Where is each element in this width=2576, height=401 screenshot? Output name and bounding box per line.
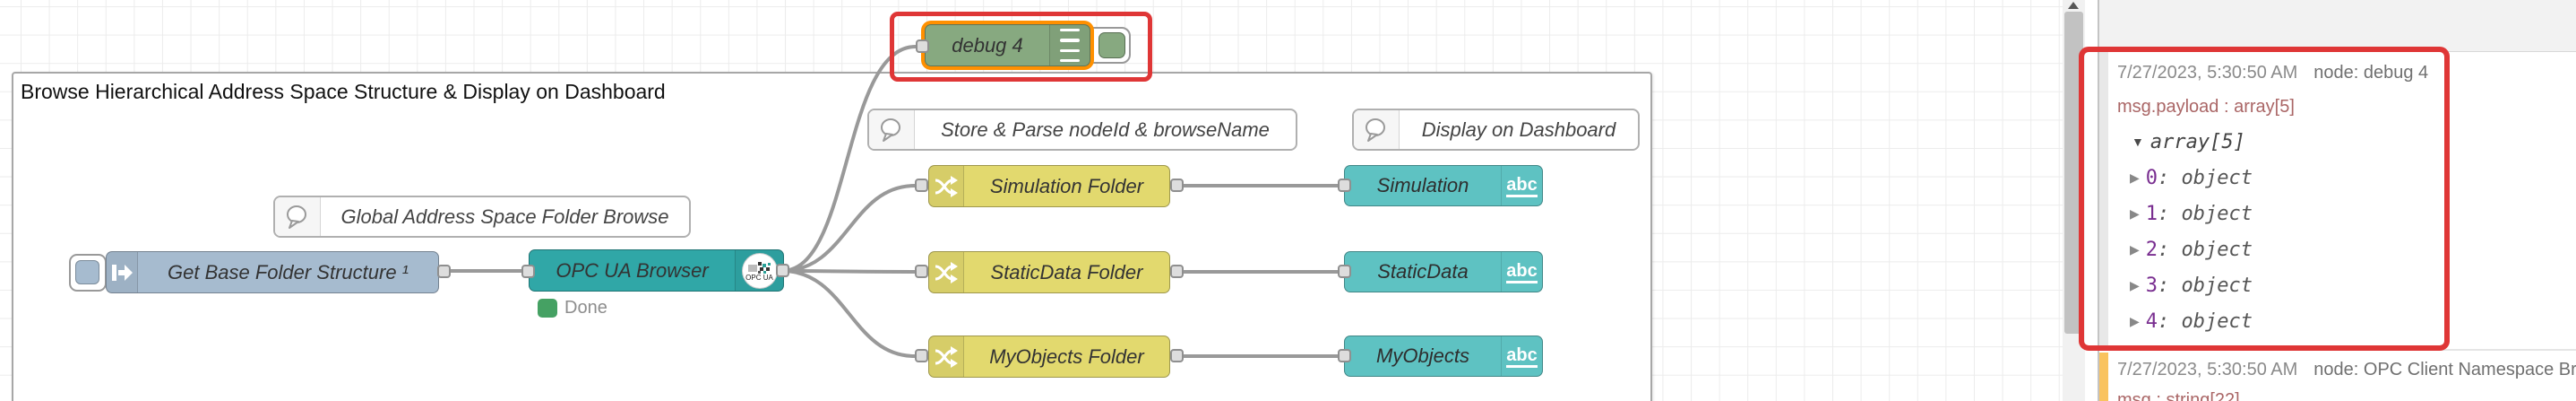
comment-label: Global Address Space Folder Browse	[340, 205, 669, 228]
inject-button-pad[interactable]	[75, 260, 99, 284]
comment-icon	[869, 110, 915, 149]
comment-icon	[1354, 110, 1400, 149]
scrollbar-up-arrow-icon[interactable]	[2068, 2, 2079, 9]
expand-icon[interactable]: ▶	[2130, 206, 2140, 221]
ui-text-node-label: Simulation	[1376, 174, 1469, 196]
port-debug-in[interactable]	[916, 39, 929, 53]
status-dot-green	[538, 299, 557, 318]
wire-opcua-switch1[interactable]	[780, 184, 917, 273]
debug-message-timestamp: 7/27/2023, 5:30:50 AM	[2117, 63, 2298, 83]
switch-icon	[929, 336, 964, 377]
comment-icon	[275, 197, 321, 236]
abc-icon: abc	[1501, 336, 1542, 376]
json-tree-root-row[interactable]: ▼array[5]	[2132, 131, 2245, 153]
sidebar-top-band	[2099, 0, 2576, 52]
inject-node[interactable]: Get Base Folder Structure ¹	[106, 251, 439, 293]
ui-text-node-simulation[interactable]: Simulation abc	[1344, 165, 1543, 206]
debug-message-opc-namespace[interactable]: 7/27/2023, 5:30:50 AM node: OPC Client Na…	[2099, 353, 2576, 401]
panel-gap	[2085, 0, 2098, 401]
comment-node-display-dashboard[interactable]: Display on Dashboard	[1352, 109, 1640, 151]
port-text2-in[interactable]	[1338, 265, 1351, 278]
switch-node-label: Simulation Folder	[989, 174, 1144, 197]
node-status: Done	[538, 298, 607, 318]
json-tree-item-row[interactable]: ▶2: object	[2130, 239, 2253, 261]
expand-icon[interactable]: ▶	[2130, 170, 2140, 185]
port-inject-out[interactable]	[437, 265, 451, 278]
switch-node-staticdata[interactable]: StaticData Folder	[928, 251, 1170, 293]
annotation-box-debug-node	[890, 12, 1152, 82]
opcua-node-label: OPC UA Browser	[556, 258, 709, 282]
comment-label: Store & Parse nodeId & browseName	[941, 118, 1270, 141]
abc-icon: abc	[1501, 252, 1542, 292]
port-switch1-in[interactable]	[915, 179, 928, 192]
switch-icon	[929, 252, 964, 292]
annotation-box-debug-output	[2079, 47, 2450, 351]
switch-node-label: StaticData Folder	[990, 260, 1143, 283]
switch-node-myobjects[interactable]: MyObjects Folder	[928, 336, 1170, 378]
expand-icon[interactable]: ▶	[2130, 314, 2140, 328]
switch-node-label: MyObjects Folder	[989, 344, 1144, 368]
opcua-icon-text: OPC UA	[745, 273, 773, 282]
port-switch1-out[interactable]	[1170, 179, 1184, 192]
debug-message-property: msg : string[22]	[2117, 390, 2240, 401]
wire-opcua-switch2[interactable]	[780, 269, 917, 274]
port-opcua-in[interactable]	[521, 265, 535, 278]
wire-opcua-switch3[interactable]	[780, 269, 917, 358]
expand-icon[interactable]: ▶	[2130, 242, 2140, 257]
json-tree-item-row[interactable]: ▶3: object	[2130, 275, 2253, 297]
port-switch2-in[interactable]	[915, 265, 928, 278]
json-tree-item-row[interactable]: ▶1: object	[2130, 203, 2253, 225]
abc-icon: abc	[1501, 166, 1542, 205]
switch-node-simulation[interactable]: Simulation Folder	[928, 165, 1170, 207]
port-text3-in[interactable]	[1338, 349, 1351, 362]
port-switch3-in[interactable]	[915, 349, 928, 362]
debug-message-timestamp: 7/27/2023, 5:30:50 AM	[2117, 360, 2298, 379]
comment-node-store-parse[interactable]: Store & Parse nodeId & browseName	[867, 109, 1297, 151]
debug-icon	[1049, 25, 1090, 65]
comment-node-global-browse[interactable]: Global Address Space Folder Browse	[273, 196, 691, 238]
ui-text-node-staticdata[interactable]: StaticData abc	[1344, 251, 1543, 292]
status-text: Done	[564, 298, 607, 318]
port-switch2-out[interactable]	[1170, 265, 1184, 278]
flow-canvas[interactable]: Browse Hierarchical Address Space Struct…	[0, 0, 2063, 401]
json-tree-item-row[interactable]: ▶4: object	[2130, 310, 2253, 333]
switch-icon	[929, 166, 964, 206]
debug-message-property: msg.payload : array[5]	[2117, 97, 2295, 117]
port-text1-in[interactable]	[1338, 179, 1351, 192]
debug-message-meta: 7/27/2023, 5:30:50 AM node: debug 4	[2117, 63, 2428, 83]
debug-message-node: node: OPC Client Namespace Brow	[2313, 360, 2576, 379]
debug-message-node: node: debug 4	[2313, 63, 2429, 83]
debug-node-label: debug 4	[952, 33, 1023, 57]
group-label: Browse Hierarchical Address Space Struct…	[21, 80, 666, 103]
json-tree-item-row[interactable]: ▶0: object	[2130, 167, 2253, 189]
ui-text-node-label: MyObjects	[1376, 344, 1469, 367]
inject-icon	[107, 252, 138, 292]
inject-node-label: Get Base Folder Structure ¹	[168, 260, 409, 283]
comment-label: Display on Dashboard	[1421, 118, 1616, 141]
debug-node[interactable]: debug 4	[925, 24, 1090, 66]
opcua-browser-node[interactable]: OPC UA Browser OPC UA	[529, 249, 784, 292]
debug-message-meta: 7/27/2023, 5:30:50 AM node: OPC Client Na…	[2117, 360, 2576, 380]
debug-sidebar: 7/27/2023, 5:30:50 AM node: debug 4 msg.p…	[2098, 0, 2576, 401]
expand-icon[interactable]: ▶	[2130, 278, 2140, 292]
ui-text-node-myobjects[interactable]: MyObjects abc	[1344, 336, 1543, 377]
ui-text-node-label: StaticData	[1377, 260, 1469, 283]
collapse-icon[interactable]: ▼	[2132, 135, 2144, 149]
port-opcua-out[interactable]	[776, 264, 789, 277]
debug-enable-toggle-pad[interactable]	[1098, 32, 1125, 58]
opcua-icon: OPC UA	[735, 250, 783, 291]
port-switch3-out[interactable]	[1170, 349, 1184, 362]
scrollbar-thumb[interactable]	[2064, 12, 2083, 334]
